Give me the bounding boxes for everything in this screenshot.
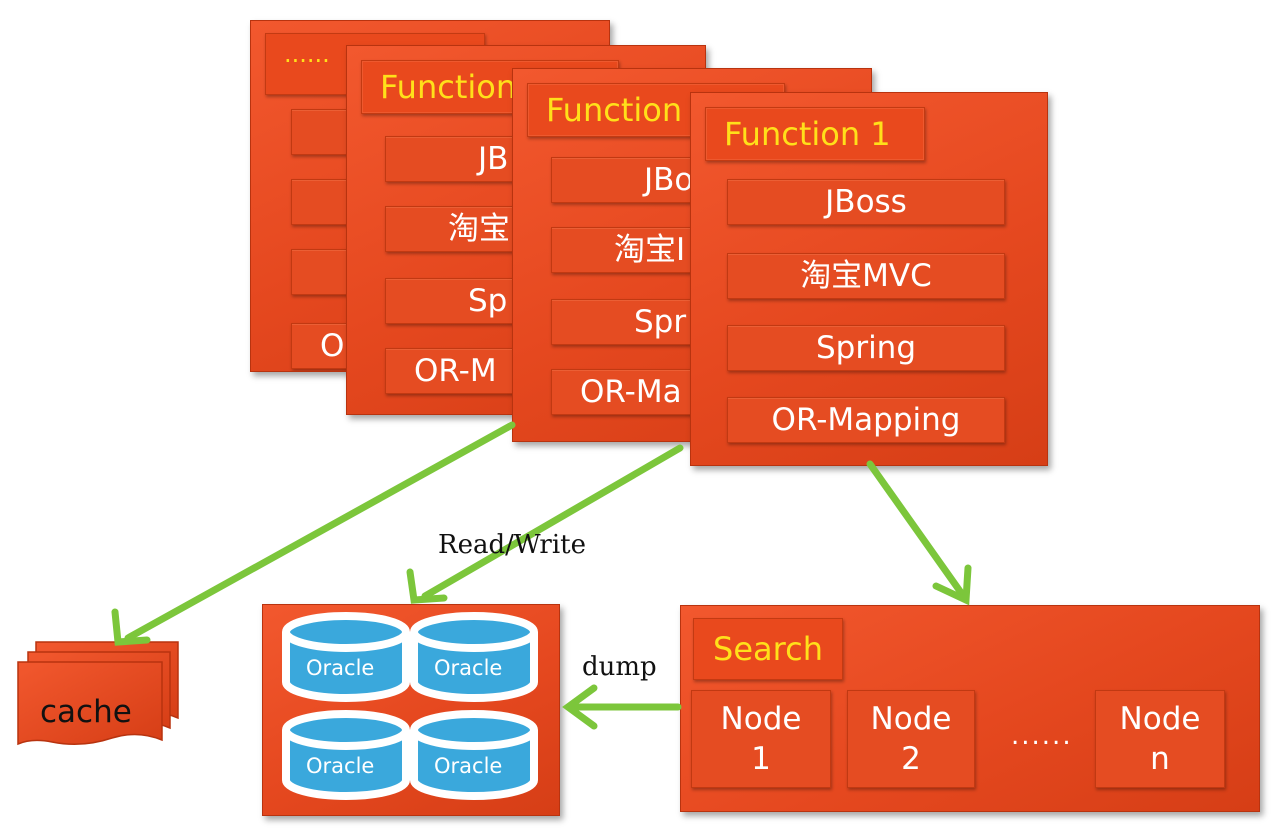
oracle-cylinder-4	[410, 710, 538, 800]
search-node-2-number: 2	[901, 741, 921, 777]
search-node-n: Node n	[1095, 690, 1225, 788]
search-panel: Search Node 1 Node 2 ...... Node n	[680, 605, 1260, 812]
oracle-label-3: Oracle	[306, 754, 375, 778]
arrow-to-search-head	[932, 564, 972, 606]
search-node-1: Node 1	[691, 690, 831, 788]
function-card-1: Function 1 JBoss 淘宝MVC Spring OR-Mapping	[690, 92, 1048, 466]
function-card-1-row-ormapping: OR-Mapping	[727, 397, 1005, 443]
arrow-read-write-head	[406, 568, 448, 604]
oracle-cylinder-1	[282, 612, 410, 702]
oracle-cylinder-2	[410, 612, 538, 702]
oracle-label-2: Oracle	[434, 656, 503, 680]
oracle-label-1: Oracle	[306, 656, 375, 680]
search-title: Search	[693, 618, 843, 680]
function-card-1-row-mvc: 淘宝MVC	[727, 253, 1005, 299]
arrow-dump-head	[562, 684, 598, 730]
function-card-1-title: Function 1	[705, 107, 925, 161]
cache-label: cache	[40, 694, 132, 730]
arrow-to-cache-head	[111, 608, 151, 646]
search-node-2: Node 2	[847, 690, 975, 788]
arrow-to-cache	[124, 421, 516, 642]
arrow-to-search	[866, 460, 966, 598]
search-node-1-label: Node	[720, 701, 802, 737]
oracle-label-4: Oracle	[434, 754, 503, 778]
function-card-1-row-spring: Spring	[727, 325, 1005, 371]
arrow-read-write	[421, 444, 684, 600]
search-node-n-label: Node	[1119, 701, 1201, 737]
search-node-n-number: n	[1150, 741, 1170, 777]
oracle-cylinder-3	[282, 710, 410, 800]
read-write-label: Read/Write	[438, 530, 587, 560]
function-card-1-row-jboss: JBoss	[727, 179, 1005, 225]
search-node-2-label: Node	[870, 701, 952, 737]
search-node-1-number: 1	[751, 741, 771, 777]
search-node-ellipsis: ......	[1011, 721, 1073, 751]
dump-label: dump	[582, 652, 657, 682]
